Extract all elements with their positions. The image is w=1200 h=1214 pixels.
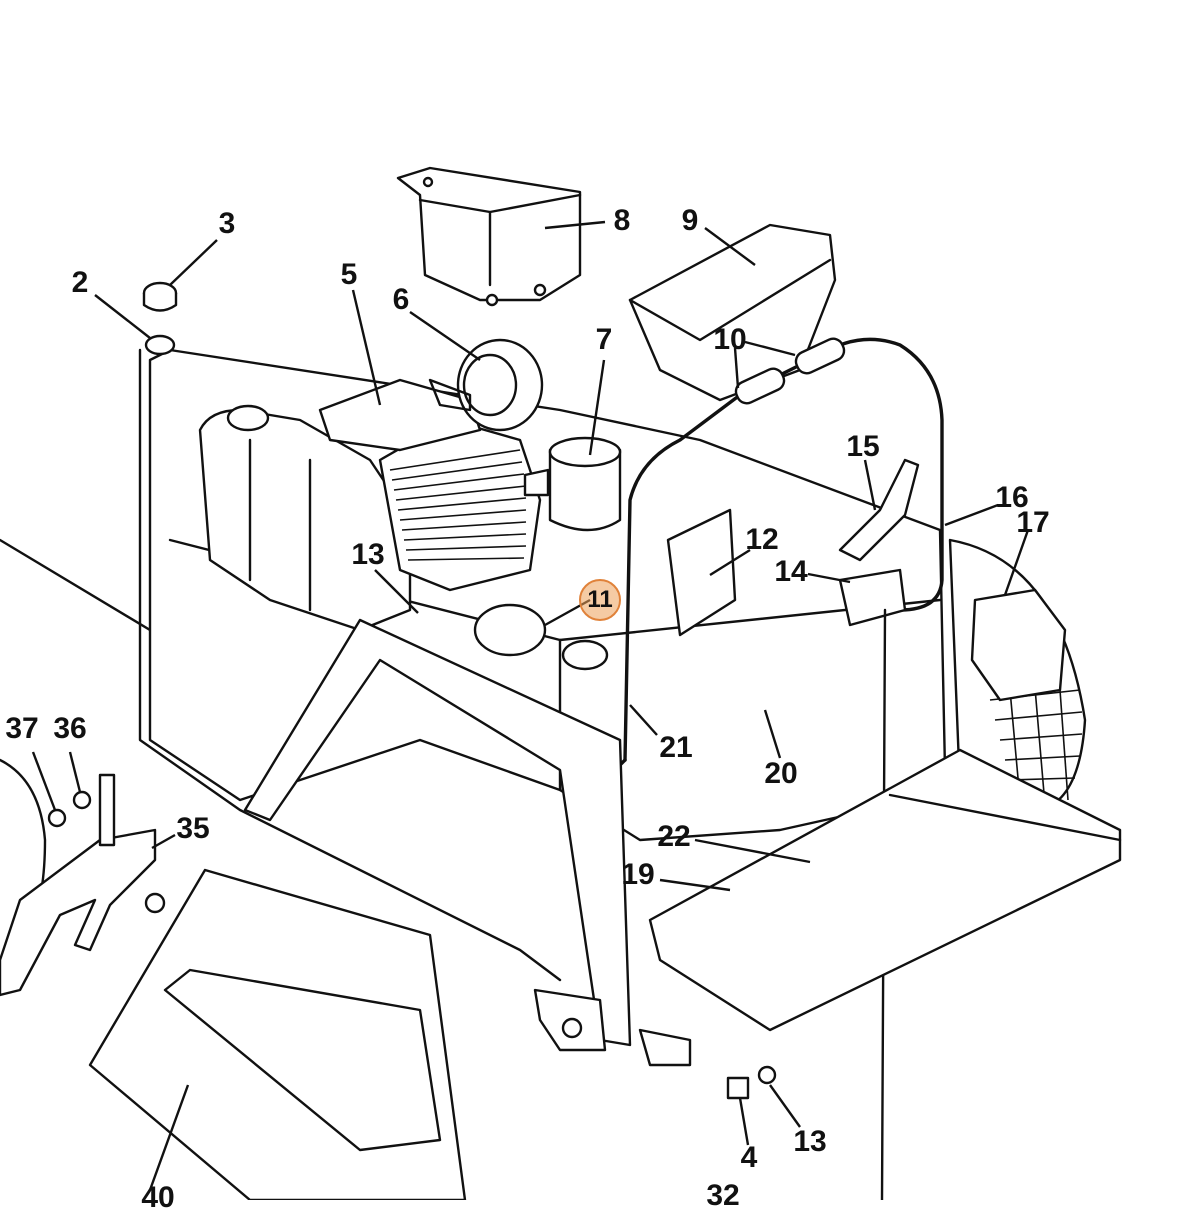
part-37-washer	[47, 808, 67, 828]
callout-32: 32	[706, 1179, 740, 1212]
callout-10: 10	[713, 323, 747, 356]
part-2-nut	[144, 334, 176, 356]
engine-fins	[389, 449, 527, 561]
cover-bolt-c	[422, 176, 434, 188]
callout-6: 6	[392, 283, 410, 316]
callout-40: 40	[141, 1181, 175, 1214]
callout-37: 37	[5, 712, 39, 745]
part-4-nut	[726, 1076, 750, 1100]
callout-19: 19	[621, 858, 655, 891]
callout-4: 4	[740, 1141, 758, 1174]
callout-8: 8	[613, 204, 631, 237]
callout-22: 22	[657, 820, 691, 853]
tank-cap	[226, 404, 270, 432]
side-cover-recess	[163, 968, 442, 1152]
part-36-washer	[72, 790, 92, 810]
callout-17: 17	[1016, 506, 1050, 539]
bracket-nut	[144, 892, 166, 914]
air-cleaner-inlet	[523, 468, 550, 497]
cover-plate-fold	[418, 193, 582, 287]
grip-left	[734, 367, 786, 405]
wheel-guard	[970, 588, 1067, 702]
callout-36: 36	[53, 712, 87, 745]
switch-block	[838, 568, 907, 627]
callout-5: 5	[340, 258, 358, 291]
callout-13-lower: 13	[793, 1125, 827, 1158]
callout-15: 15	[846, 430, 880, 463]
wheel-bracket	[0, 828, 157, 997]
leader-lines	[31, 220, 1030, 1191]
callout-7: 7	[595, 323, 613, 356]
tank-ribs	[248, 438, 312, 612]
pulley-hub	[462, 353, 518, 417]
callout-14: 14	[774, 555, 808, 588]
grip-right	[794, 337, 846, 375]
hitch-hole	[561, 1017, 583, 1039]
hood-edge	[628, 258, 832, 342]
footplate	[648, 748, 1122, 1032]
cover-bolt-a	[485, 293, 499, 307]
callout-3: 3	[218, 207, 236, 240]
callout-2: 2	[71, 266, 89, 299]
engine-shroud	[318, 378, 482, 452]
callout-12: 12	[745, 523, 779, 556]
throttle-lever	[838, 458, 920, 562]
callout-11-highlighted[interactable]: 11	[579, 579, 621, 621]
handlebar-frame	[623, 337, 944, 762]
callout-21: 21	[659, 731, 693, 764]
drive-pulley	[473, 603, 547, 657]
cover-bolt-b	[533, 283, 547, 297]
hitch-tube	[638, 1028, 692, 1067]
bracket-pin	[98, 773, 116, 847]
part-3-spacer	[142, 293, 178, 312]
side-cover	[88, 868, 467, 1200]
pulley-arm	[428, 378, 472, 412]
callout-9: 9	[681, 204, 699, 237]
chassis-left-edge	[138, 348, 562, 982]
callout-20: 20	[764, 757, 798, 790]
hood	[628, 223, 837, 402]
callout-35: 35	[176, 812, 210, 845]
callout-13-upper: 13	[351, 538, 385, 571]
drive-cup	[561, 639, 609, 671]
control-panel	[666, 508, 737, 637]
callout-16: 16	[995, 481, 1029, 514]
part-13-nut	[757, 1065, 777, 1085]
air-cleaner-top	[548, 436, 622, 468]
footplate-fold	[888, 793, 1122, 842]
